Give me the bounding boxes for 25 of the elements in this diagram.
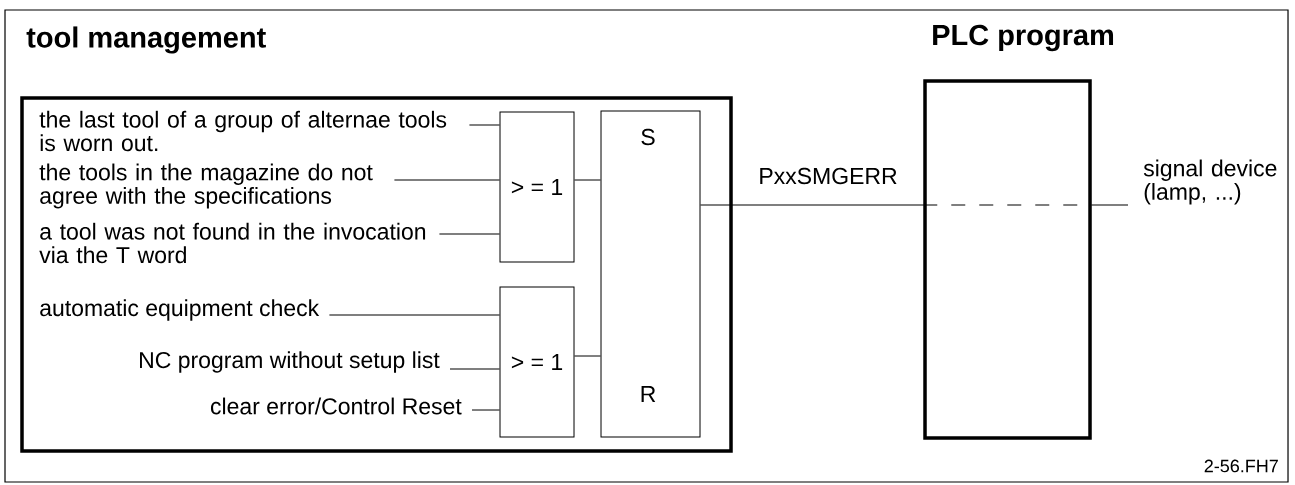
input-text: a tool was not found in the invocation via the T word (39, 222, 426, 264)
signal-line (468, 124, 500, 126)
signal-line (438, 233, 500, 235)
flip-flop-box: S R (600, 110, 701, 438)
signal-line (393, 179, 500, 181)
or-gate-box: > = 1 (499, 286, 575, 438)
edge-label: PxxSMGERR (757, 166, 899, 186)
input-text: the tools in the magazine do not agree with the specifications (39, 163, 373, 209)
signal-line (574, 355, 601, 357)
output-text: signal device (lamp, ...) (1143, 159, 1277, 205)
input-text: clear error/Control Reset (210, 397, 462, 415)
figure-number: 2-56.FH7 (1204, 459, 1278, 473)
input-text: the last tool of a group of alternae tools is worn out. (39, 110, 447, 152)
input-text: automatic equipment check (40, 299, 320, 321)
node-label: PLC program (933, 24, 1114, 52)
signal-line (449, 368, 500, 370)
node-label: tool management (26, 26, 266, 54)
block-box: PLC program (923, 24, 1113, 440)
signal-line (574, 179, 601, 181)
signal-line (700, 204, 924, 206)
signal-line (328, 314, 500, 316)
or-gate-box: > = 1 (499, 111, 575, 263)
signal-line (471, 409, 500, 411)
signal-line (1091, 204, 1129, 206)
input-text: NC program without setup list (140, 351, 440, 373)
